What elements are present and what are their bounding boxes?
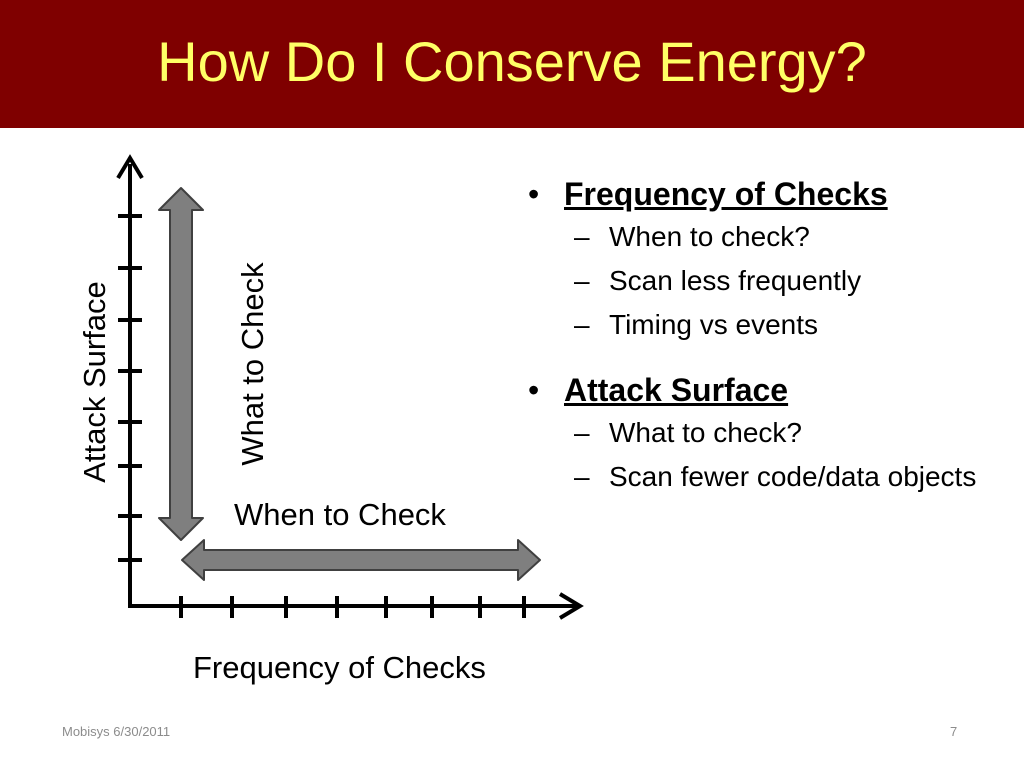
x-axis-label: Frequency of Checks [193, 650, 486, 685]
sub-bullet: – Scan fewer code/data objects [574, 461, 977, 492]
page-number: 7 [950, 724, 958, 739]
bullet-frequency-of-checks: • Frequency of Checks [528, 176, 888, 212]
horizontal-arrow-label: When to Check [234, 497, 446, 532]
sub-bullet: – What to check? [574, 417, 802, 448]
sub-bullet: – When to check? [574, 221, 810, 252]
vertical-arrow-label: What to Check [235, 262, 270, 466]
title-bar: How Do I Conserve Energy? [0, 0, 1024, 128]
sub-bullet: – Timing vs events [574, 309, 819, 340]
bullet-attack-surface: • Attack Surface [528, 372, 789, 408]
horizontal-double-arrow [181, 539, 541, 581]
bullet-list: • Frequency of Checks – When to check? –… [524, 174, 1004, 504]
sub-bullet: – Scan less frequently [574, 265, 862, 296]
vertical-double-arrow [158, 187, 204, 541]
x-axis [128, 592, 584, 620]
bullet-dot: • [528, 176, 540, 212]
y-axis [116, 154, 144, 608]
energy-diagram [116, 154, 584, 620]
y-axis-label: Attack Surface [77, 281, 112, 483]
slide-title: How Do I Conserve Energy? [157, 30, 867, 93]
bullet-dot: • [528, 372, 540, 408]
footer-text: Mobisys 6/30/2011 [62, 724, 171, 739]
